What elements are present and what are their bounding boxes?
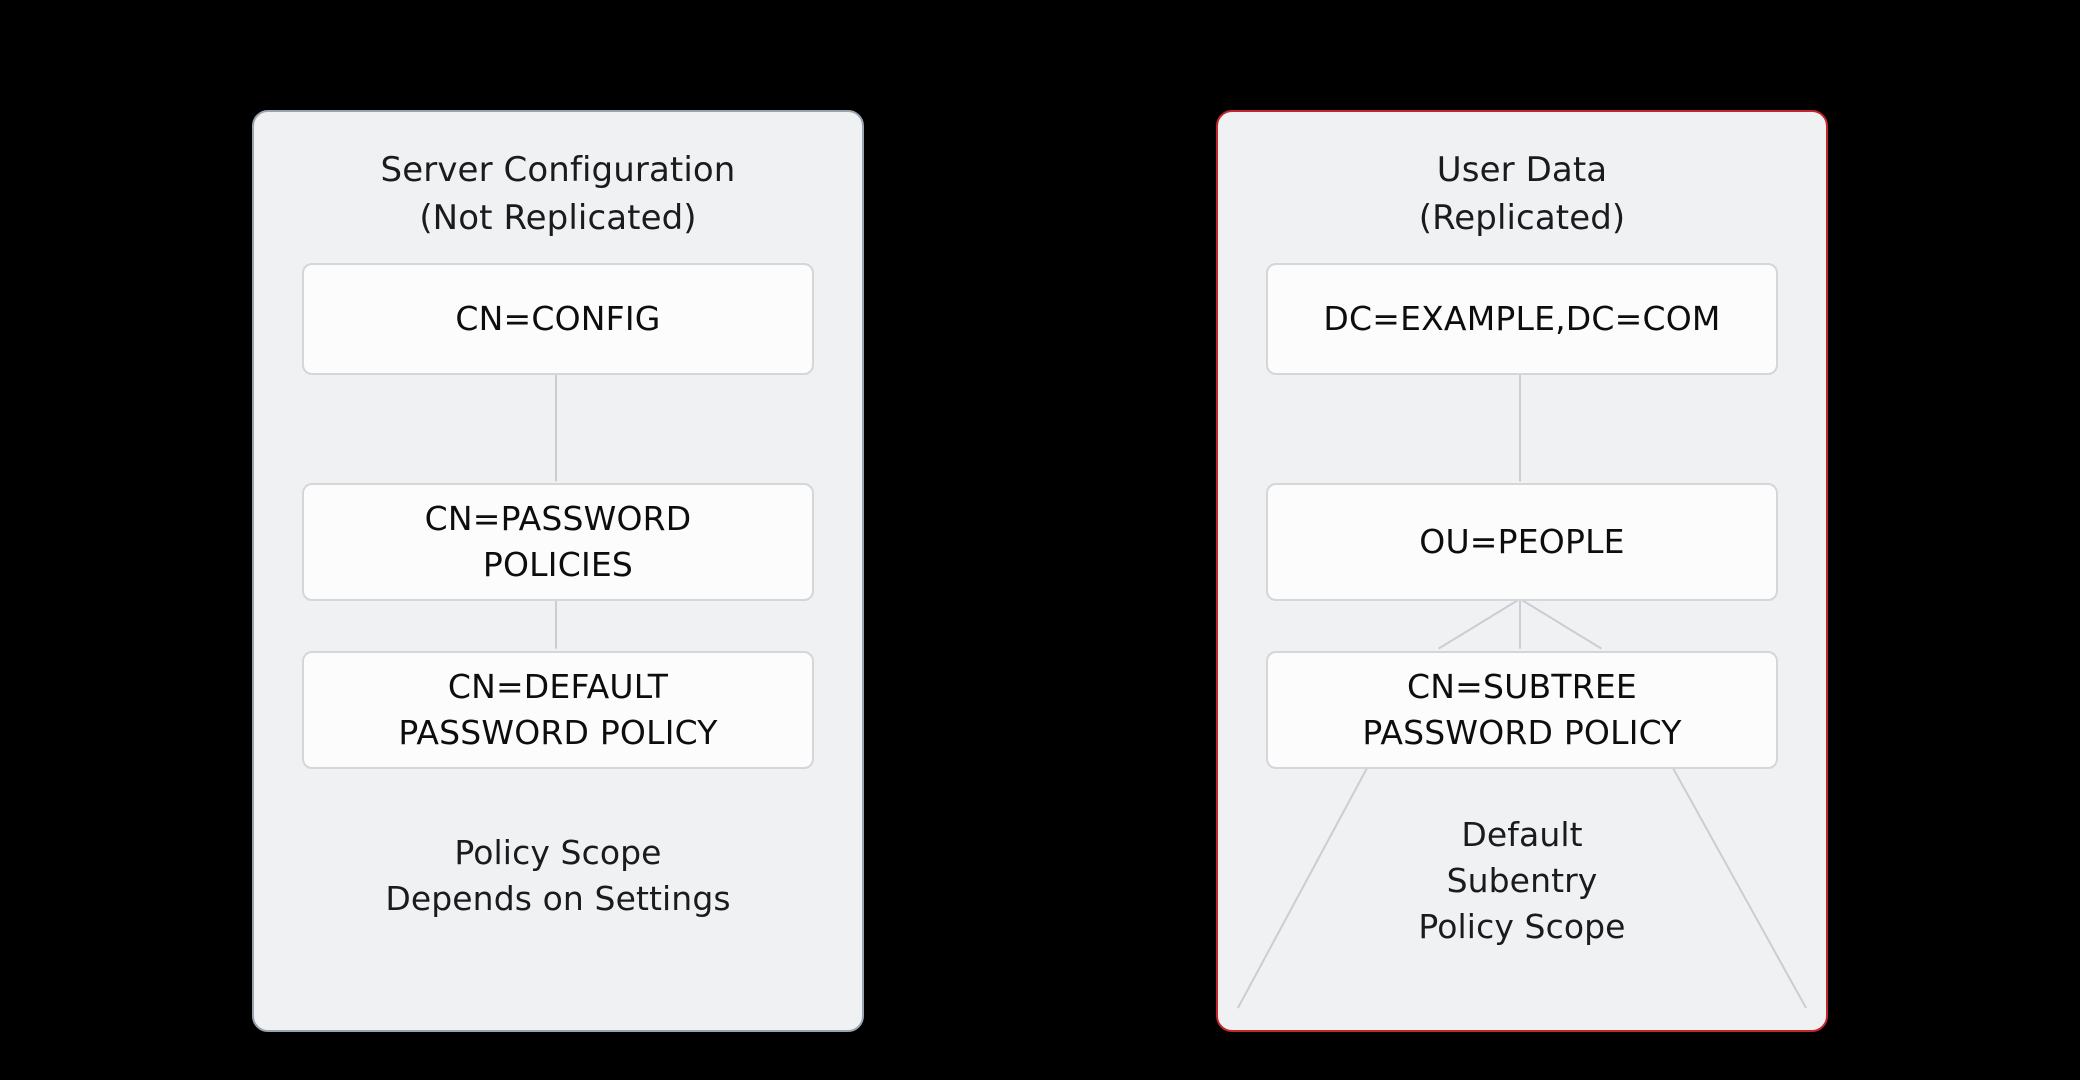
node-dc-example-dc-com[interactable]: DC=EXAMPLE,DC=COM	[1266, 263, 1778, 375]
panel-title-server-configuration: Server Configuration (Not Replicated)	[380, 150, 736, 238]
node-cn-password-policies[interactable]: CN=PASSWORD POLICIES	[302, 483, 814, 601]
node-ou-people[interactable]: OU=PEOPLE	[1266, 483, 1778, 601]
node-cn-subtree-password-policy[interactable]: CN=SUBTREE PASSWORD POLICY	[1266, 651, 1778, 769]
footnote-policy-scope-depends-on-settings: Policy Scope Depends on Settings	[385, 833, 731, 918]
edge-ou-people-to-subtree-right	[1519, 598, 1602, 650]
node-cn-config[interactable]: CN=CONFIG	[302, 263, 814, 375]
panel-title-user-data: User Data (Replicated)	[1418, 150, 1626, 238]
panel-user-data: User Data (Replicated) DC=EXAMPLE,DC=COM…	[1216, 110, 1828, 1032]
panel-server-configuration: Server Configuration (Not Replicated) CN…	[252, 110, 864, 1032]
node-cn-default-password-policy[interactable]: CN=DEFAULT PASSWORD POLICY	[302, 651, 814, 769]
edge-ou-people-to-subtree-left	[1438, 598, 1521, 650]
footnote-default-subentry-policy-scope: Default Subentry Policy Scope	[1418, 815, 1626, 946]
